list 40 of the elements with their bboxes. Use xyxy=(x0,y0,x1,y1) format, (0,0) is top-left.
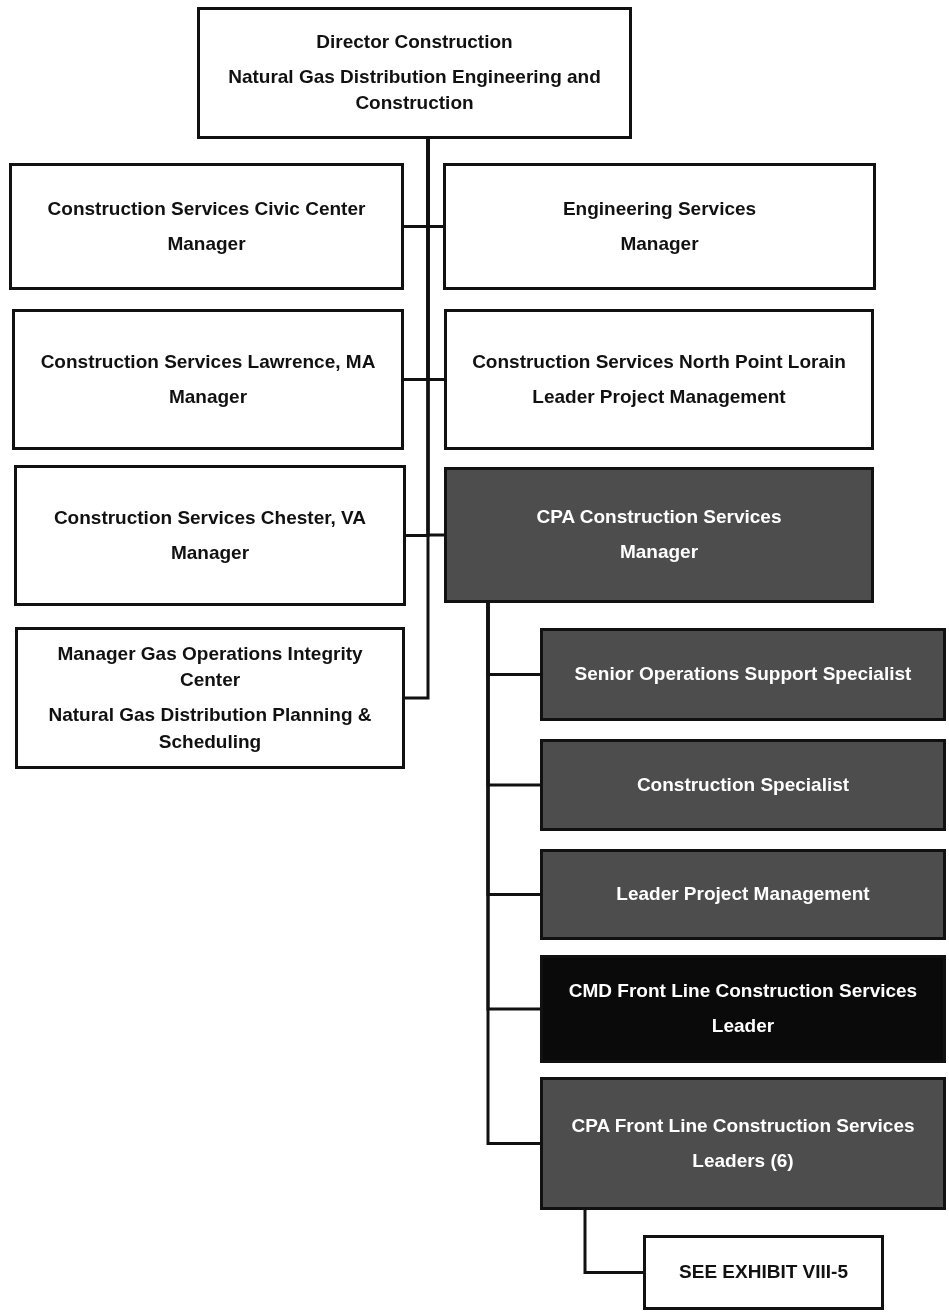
position-title: Director Construction xyxy=(316,30,513,55)
position-role: Manager xyxy=(167,231,246,256)
highlighted-position-box xyxy=(540,739,946,831)
position-title: CPA Construction Services xyxy=(536,505,782,530)
highlighted-position-box xyxy=(540,955,946,1063)
position-role: Manager xyxy=(620,231,699,256)
position-title: Engineering Services xyxy=(562,196,757,221)
position-title: Construction Services Chester, VA xyxy=(53,505,367,530)
position-title: Senior Operations Support Specialist xyxy=(574,662,912,687)
position-title: CMD Front Line Construction Services xyxy=(568,979,918,1004)
highlighted-position-box xyxy=(540,1077,946,1210)
position-role: Natural Gas Distribution Planning & Scheduling xyxy=(47,703,373,754)
position-title: Manager Gas Operations Integrity Center xyxy=(56,641,364,693)
position-title: Leader Project Management xyxy=(616,882,870,907)
highlighted-position-box xyxy=(540,628,946,721)
position-role: Manager xyxy=(619,540,699,564)
position-title: SEE EXHIBIT VIII-5 xyxy=(679,1260,848,1285)
position-title: Construction Specialist xyxy=(636,772,850,797)
connector-line xyxy=(486,603,540,1145)
position-box xyxy=(444,309,874,450)
highlighted-position-box xyxy=(540,849,946,940)
position-title: Construction Services Civic Center xyxy=(47,196,366,221)
position-box xyxy=(15,627,405,769)
connector-line xyxy=(583,1210,643,1274)
highlighted-position-box xyxy=(444,467,874,603)
position-box xyxy=(443,163,876,290)
position-box xyxy=(197,7,632,139)
position-title: CPA Front Line Construction Services xyxy=(571,1113,915,1138)
position-role: Manager xyxy=(170,540,250,565)
position-role: Leader xyxy=(711,1014,775,1038)
position-role: Natural Gas Distribution Engineering and Construction xyxy=(227,64,602,116)
position-box xyxy=(12,309,404,450)
position-box xyxy=(643,1235,884,1310)
position-title: Construction Services North Point Lorain xyxy=(472,349,846,374)
position-role: Leader Project Management xyxy=(532,384,786,409)
position-box xyxy=(14,465,406,606)
position-title: Construction Services Lawrence, MA xyxy=(40,349,376,374)
position-role: Leaders (6) xyxy=(692,1148,794,1173)
position-box xyxy=(9,163,404,290)
position-role: Manager xyxy=(168,384,248,409)
